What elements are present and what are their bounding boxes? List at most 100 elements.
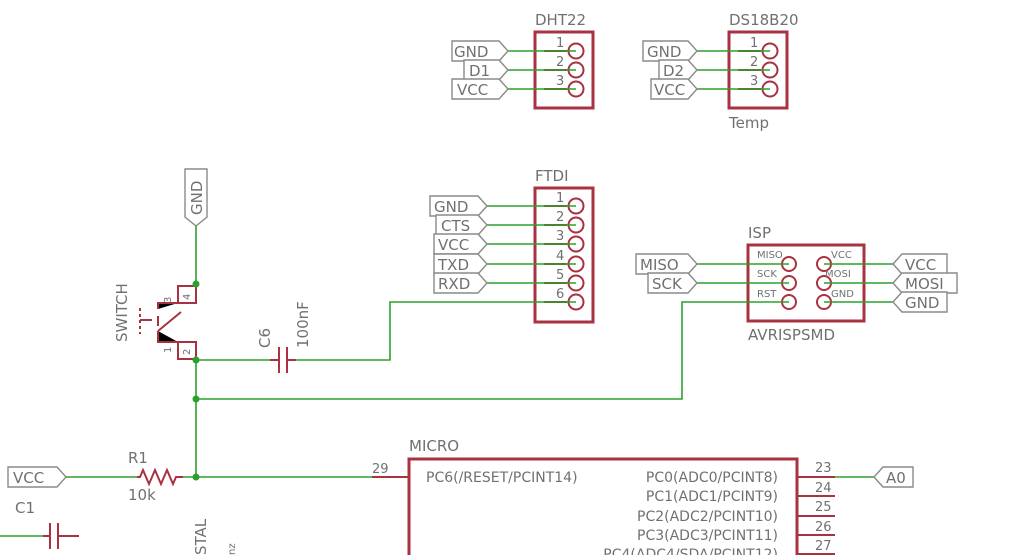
micro-chip[interactable]: MICRO 29 PC6(/RESET/PCINT14) 23 24 25 26… xyxy=(372,437,835,555)
net-label-d2: D2 xyxy=(663,62,684,80)
net-label-txd: TXD xyxy=(437,256,469,274)
ftdi-name: FTDI xyxy=(535,167,569,185)
isp-pin-rst: RST xyxy=(757,289,777,300)
ftdi-pin-5: 5 xyxy=(556,268,564,283)
ds18b20-value: Temp xyxy=(728,114,769,132)
micro-pin-23-label: PC0(ADC0/PCINT8) xyxy=(646,470,778,486)
micro-pin-29-number: 29 xyxy=(372,462,389,477)
switch-name: SWITCH xyxy=(113,283,131,342)
micro-pin-24-label: PC1(ADC1/PCINT9) xyxy=(646,489,778,505)
micro-pin-23-number: 23 xyxy=(815,461,832,476)
dht22-net-flags: GND D1 VCC xyxy=(451,40,509,100)
isp-pin-vcc: VCC xyxy=(831,250,852,261)
capacitor-c6[interactable]: C6 100nF xyxy=(256,301,312,373)
dht22-header[interactable]: DHT22 1 2 3 xyxy=(533,11,595,110)
micro-pin-25-number: 25 xyxy=(815,500,832,515)
net-label-gnd: GND xyxy=(905,294,939,312)
vcc-flag-left: VCC xyxy=(7,466,67,488)
ftdi-pin-4: 4 xyxy=(556,249,564,264)
isp-pin-miso: MISO xyxy=(757,250,783,261)
isp-wires xyxy=(196,263,893,400)
net-flag-vcc xyxy=(650,78,698,100)
net-flag-vcc xyxy=(892,253,948,275)
net-label-sck: SCK xyxy=(652,275,683,293)
c1-name: C1 xyxy=(15,499,35,517)
a0-flag: A0 xyxy=(873,466,914,488)
r1-name: R1 xyxy=(128,449,148,467)
net-flag-rxd xyxy=(433,272,488,294)
net-flag-d2 xyxy=(658,59,698,81)
isp-pin-sck: SCK xyxy=(757,269,777,280)
net-flag-miso xyxy=(635,253,698,275)
micro-pin-29-label: PC6(/RESET/PCINT14) xyxy=(426,470,578,486)
micro-pin-26-label: PC3(ADC3/PCINT11) xyxy=(637,528,778,544)
micro-pin-26-number: 26 xyxy=(815,520,832,535)
net-label-rxd: RXD xyxy=(438,275,470,293)
isp-pin-gnd: GND xyxy=(831,289,854,300)
micro-right-pins xyxy=(797,476,835,555)
net-flag-sck xyxy=(647,272,698,294)
net-label-vcc: VCC xyxy=(457,81,488,99)
isp-value: AVRISPSMD xyxy=(748,326,835,344)
net-flag-gnd xyxy=(429,195,488,217)
dht22-wires xyxy=(508,50,576,90)
micro-name: MICRO xyxy=(409,437,459,455)
net-label-mosi: MOSI xyxy=(905,275,944,293)
ds18b20-pin-1: 1 xyxy=(750,36,758,51)
net-label-vcc: VCC xyxy=(905,256,936,274)
ds18b20-name: DS18B20 xyxy=(729,11,799,29)
switch-pin-2: 2 xyxy=(182,349,193,355)
net-label-gnd: GND xyxy=(434,198,468,216)
net-flag-gnd xyxy=(892,291,948,313)
resistor-r1[interactable]: R1 10k xyxy=(128,449,183,504)
switch-pin-1: 1 xyxy=(163,347,174,353)
net-label-gnd: GND xyxy=(188,181,206,215)
net-label-gnd: GND xyxy=(647,43,681,61)
ds18b20-net-flags: GND D2 VCC xyxy=(642,40,698,100)
micro-pin-25-label: PC2(ADC2/PCINT10) xyxy=(637,509,778,525)
isp-pin-mosi: MOSI xyxy=(825,269,851,280)
c6-name: C6 xyxy=(256,328,274,348)
net-flag-vcc xyxy=(433,233,488,255)
crystal-value: nz xyxy=(227,543,238,555)
net-flag-gnd xyxy=(642,40,698,62)
dht22-pin-2: 2 xyxy=(556,55,564,70)
isp-header[interactable]: ISP MISO SCK RST VCC MOSI GND AVRISPSMD xyxy=(746,224,866,344)
net-flag-mosi xyxy=(892,272,958,294)
isp-name: ISP xyxy=(748,224,771,242)
ftdi-pin-1: 1 xyxy=(556,191,564,206)
isp-net-flags: MISO SCK VCC MOSI GND xyxy=(635,253,958,313)
net-label-vcc: VCC xyxy=(438,236,469,254)
capacitor-c1[interactable]: C1 xyxy=(0,499,79,549)
micro-pin-27-number: 27 xyxy=(815,539,832,554)
gnd-flag-vertical: GND xyxy=(184,168,208,227)
switch-part[interactable]: SWITCH 4 3 1 2 xyxy=(113,283,197,360)
net-label-cts: CTS xyxy=(441,217,470,235)
net-label-gnd: GND xyxy=(454,43,488,61)
switch-pad-bottom xyxy=(177,341,197,360)
micro-pin-24-number: 24 xyxy=(815,481,832,496)
junction-dots xyxy=(192,280,200,481)
isp-pins xyxy=(781,256,832,310)
switch-pin-3: 3 xyxy=(163,297,174,303)
net-flag-d1 xyxy=(463,59,509,81)
ftdi-pin-2: 2 xyxy=(556,210,564,225)
dht22-pin-3: 3 xyxy=(556,74,564,89)
net-flag-txd xyxy=(433,253,488,275)
net-label-a0: A0 xyxy=(886,469,906,487)
net-label-vcc: VCC xyxy=(654,81,685,99)
ftdi-net-flags: GND CTS VCC TXD RXD xyxy=(429,195,488,294)
ds18b20-header[interactable]: DS18B20 1 2 3 Temp xyxy=(727,11,799,132)
net-flag-vcc xyxy=(451,78,509,100)
ftdi-pin-3: 3 xyxy=(556,229,564,244)
ftdi-body xyxy=(533,186,595,324)
switch-lever xyxy=(157,311,182,332)
dht22-pin-1: 1 xyxy=(556,36,564,51)
net-flag-cts xyxy=(435,214,488,236)
switch-pad-top xyxy=(177,285,197,304)
switch-pin-4: 4 xyxy=(182,294,193,300)
micro-pin-27-label: PC4(ADC4/SDA/PCINT12) xyxy=(603,547,778,555)
r1-value: 10k xyxy=(128,486,156,504)
ds18b20-pin-2: 2 xyxy=(750,55,758,70)
